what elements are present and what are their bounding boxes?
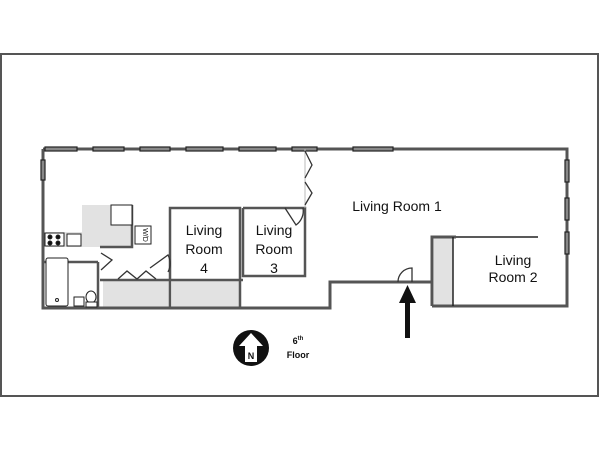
window (139, 146, 171, 152)
washer-dryer (134, 225, 152, 245)
fixtures (44, 204, 152, 308)
fridge (110, 204, 133, 226)
wall (168, 206, 242, 280)
door (100, 252, 114, 271)
window (564, 159, 570, 183)
living-room-1-label: Living Room 1 (352, 198, 442, 214)
window (92, 146, 125, 152)
living-room-4-label-line2: Room (185, 241, 222, 257)
window (238, 146, 277, 152)
windows (40, 146, 570, 255)
window (44, 146, 78, 152)
closet-fill (172, 280, 240, 307)
door (284, 207, 304, 226)
frame (0, 53, 599, 397)
north-arrow-icon: N (233, 330, 269, 366)
closet-fill (103, 280, 170, 307)
bathtub-icon (45, 257, 69, 307)
compass-letter: N (248, 351, 255, 361)
window (185, 146, 224, 152)
entrance-door (397, 267, 413, 283)
window (352, 146, 394, 152)
bathroom-sink-icon (73, 296, 85, 307)
wall (430, 235, 456, 306)
bifold-door (117, 270, 157, 280)
floor-number: 6th (293, 336, 304, 346)
living-room-3-label-line1: Living (256, 222, 293, 238)
bifold-door (304, 150, 313, 206)
living-room-3-label-line3: 3 (270, 260, 278, 276)
closet-fill (434, 237, 453, 306)
sink-icon (66, 233, 82, 247)
living-room-4-label-line3: 4 (200, 260, 208, 276)
living-room-2-label-line1: Living (495, 252, 532, 268)
living-room-4-label-line1: Living (186, 222, 223, 238)
floor-label: 6th Floor (287, 336, 310, 360)
living-room-2-label-line2: Room 2 (488, 269, 537, 285)
wall (41, 149, 432, 310)
entrance-arrow-icon (399, 285, 416, 338)
window (564, 231, 570, 255)
door (149, 254, 171, 273)
doors (100, 150, 413, 283)
window (40, 159, 46, 181)
washer-dryer-label: W/D (141, 228, 148, 242)
window (564, 197, 570, 221)
living-room-3-label-line2: Room (255, 241, 292, 257)
toilet-icon (85, 290, 97, 304)
gray-fills (46, 205, 453, 307)
floor-word: Floor (287, 350, 310, 360)
wall (241, 206, 307, 278)
